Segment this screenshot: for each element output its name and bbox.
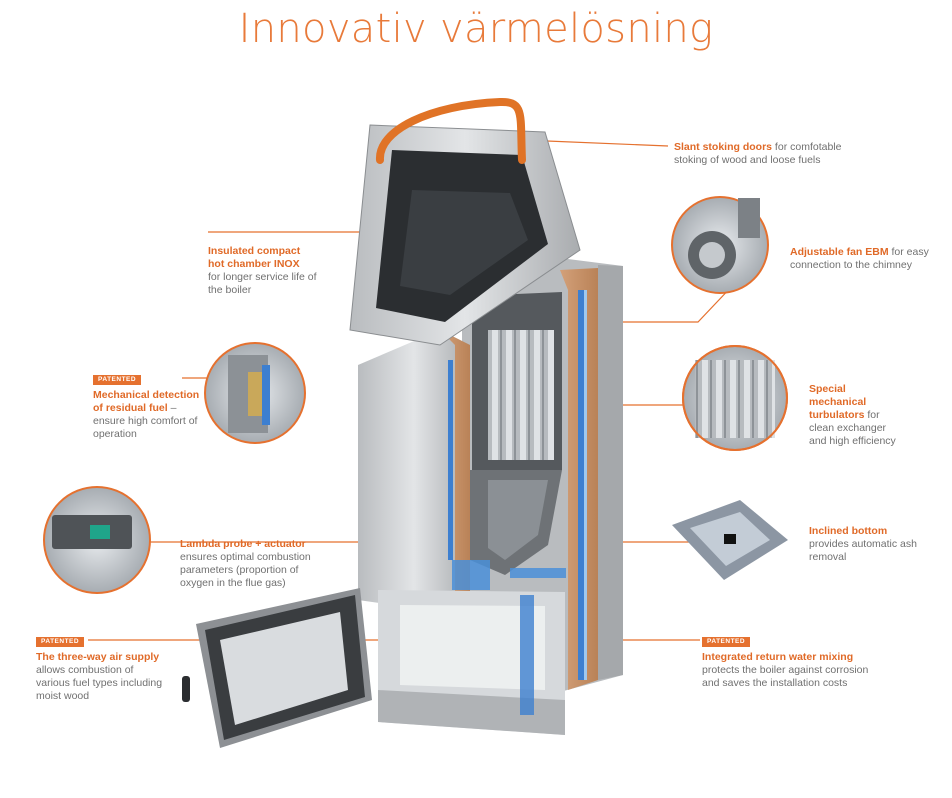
callout-text: – ensure high comfort of operation (93, 402, 198, 440)
inset-lambda-probe (43, 486, 151, 594)
callout-heading: Mechanical detection of residual fuel (93, 389, 200, 414)
turbulator-tubes (488, 330, 554, 460)
patented-badge: PATENTED (702, 637, 751, 647)
callout-text: provides automatic ash removal (809, 538, 917, 563)
patented-badge: PATENTED (93, 375, 142, 385)
callout-heading: Integrated return water mixing (702, 651, 854, 663)
callout-inclined-bottom: Inclined bottom provides automatic ash r… (809, 525, 919, 564)
patented-badge: PATENTED (36, 637, 85, 647)
lower-door (182, 588, 372, 748)
callout-turbulators: Special mechanical turbulators for clean… (809, 383, 904, 448)
callout-mechanical-detection: PATENTED Mechanical detection of residua… (93, 372, 201, 441)
callout-text: ensures optimal combustion parameters (p… (180, 551, 311, 589)
inset-mechanical-detection (204, 342, 306, 444)
callout-heading: Slant stoking doors (674, 141, 773, 153)
inset-turbulators (682, 345, 788, 451)
callout-text: for comfotable stoking of wood and loose… (674, 141, 842, 166)
slant-stoking-door (349, 97, 581, 346)
callout-heading: Adjustable fan EBM (790, 246, 889, 258)
inset-fan (671, 196, 769, 294)
callout-adjustable-fan: Adjustable fan EBM for easy connection t… (790, 246, 930, 272)
callout-heading: Lambda probe + actuator (180, 538, 306, 550)
callout-text: for longer service life of the boiler (208, 271, 317, 296)
callout-heading: Insulated compact hot chamber INOX (208, 245, 301, 270)
callout-text: allows combustion of various fuel types … (36, 664, 163, 702)
callout-heading: Special mechanical turbulators (809, 383, 867, 421)
callout-heading: The three-way air supply (36, 651, 160, 663)
page-title: Innovativ värmelösning (238, 6, 714, 52)
inset-inclined-bottom (672, 500, 788, 580)
callout-heading: Inclined bottom (809, 525, 888, 537)
callout-text: for easy connection to the chimney (790, 246, 929, 271)
callout-text: for clean exchanger and high efficiency (809, 409, 896, 447)
callout-text: protects the boiler against corrosion an… (702, 664, 869, 689)
boiler-front-body (358, 330, 470, 610)
callout-slant-stoking-doors: Slant stoking doors for comfotable stoki… (674, 141, 844, 167)
